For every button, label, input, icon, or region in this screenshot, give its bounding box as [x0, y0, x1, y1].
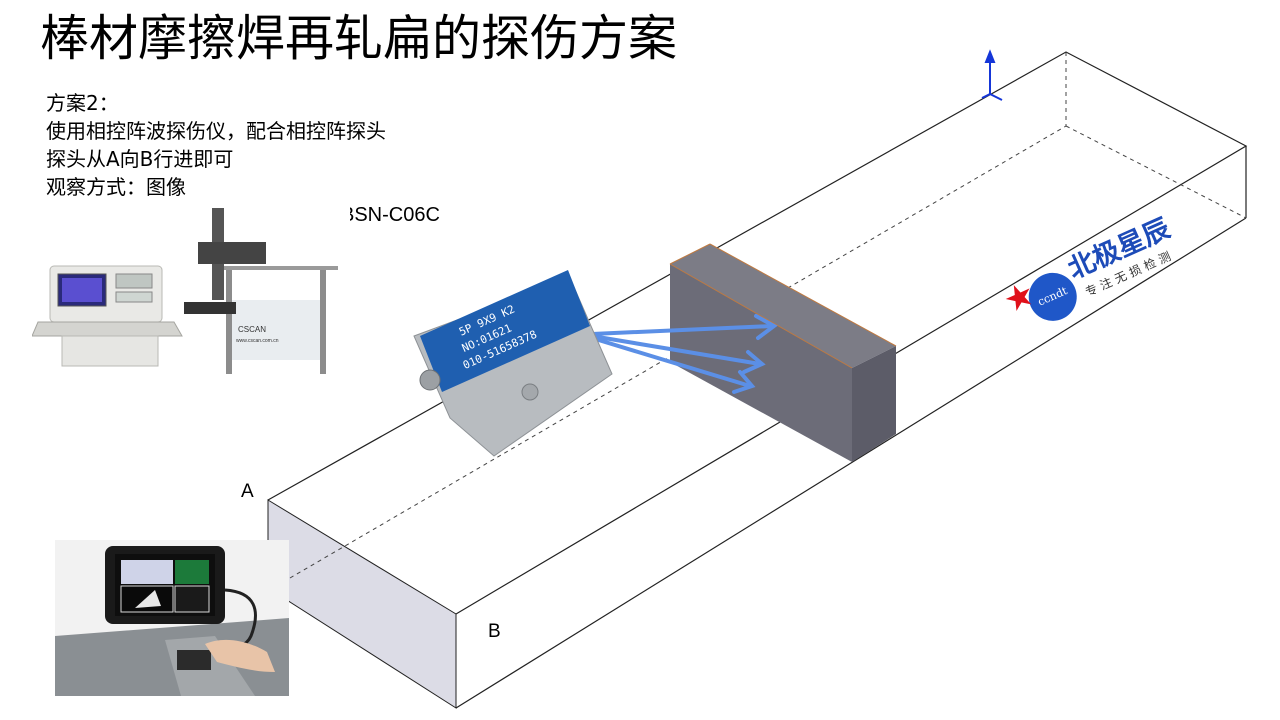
frame-leg-right	[320, 270, 326, 374]
tablet-view-bscan	[174, 585, 210, 613]
weld-zone-edge-front	[669, 263, 853, 369]
beam-upper	[590, 324, 774, 336]
beam-middle-arrowhead	[742, 350, 766, 374]
axis-triad-icon	[981, 49, 1003, 101]
bar-bottom-edge	[455, 217, 1247, 709]
weld-zone-edge-right	[709, 243, 897, 347]
equipment-illustration: CSCAN www.cscan.com.cn	[32, 208, 338, 374]
console-desk	[32, 321, 183, 337]
frame-leg-left	[226, 270, 232, 374]
operator-hand	[205, 639, 275, 672]
bar-front-face	[267, 499, 457, 709]
beam-lower	[590, 336, 752, 388]
tablet-view-scan	[121, 560, 173, 584]
console-panel	[115, 273, 153, 289]
frame-url: www.cscan.com.cn	[236, 338, 279, 344]
tablet-sector-image	[135, 590, 161, 608]
console-panel-lower	[115, 291, 153, 303]
plan-line-direction: 探头从A向B行进即可	[46, 147, 234, 171]
probe-screw	[521, 383, 539, 401]
weld-zone-side	[852, 346, 896, 462]
console-screen-display	[62, 278, 102, 302]
page-title: 棒材摩擦焊再轧扁的探伤方案	[40, 10, 678, 67]
phased-array-probe: 5P 9X9 K2 NO:01621 010-51658378	[413, 270, 613, 457]
beam-middle	[590, 334, 762, 366]
frame-top-rail	[218, 266, 338, 270]
point-a-label: A	[241, 481, 254, 502]
bar-hidden-edge-end	[1065, 125, 1247, 219]
plan-line-observation: 观察方式：图像	[46, 175, 186, 199]
weld-zone-top	[670, 244, 896, 368]
instrument-photo	[55, 540, 289, 696]
frame-tank	[232, 300, 320, 360]
point-b-label: B	[488, 621, 501, 642]
equipment-photo: CSCAN www.cscan.com.cn	[32, 200, 350, 378]
ultrasound-beams	[590, 314, 778, 394]
probe-label-plate	[420, 270, 590, 392]
photo-probe	[177, 650, 211, 670]
frame-carriage	[198, 242, 266, 264]
instrument-illustration	[55, 546, 289, 696]
plan-line-instrument: 使用相控阵波探伤仪，配合相控阵探头	[46, 119, 386, 143]
probe-connector	[419, 369, 441, 391]
weld-zone-edge-back	[669, 243, 711, 265]
tablet-view-green	[175, 560, 209, 584]
frame-brand: CSCAN	[238, 325, 266, 334]
model-label: BSN-C06C	[341, 204, 440, 226]
beam-upper-arrowhead	[754, 314, 778, 340]
beam-lower-arrowhead	[732, 370, 756, 394]
console-cabinet	[61, 335, 159, 367]
frame-cable-chain	[184, 302, 236, 314]
plan-heading: 方案2：	[46, 91, 119, 115]
plan-description: 方案2： 使用相控阵波探伤仪，配合相控阵探头 探头从A向B行进即可 观察方式：图…	[46, 89, 386, 201]
